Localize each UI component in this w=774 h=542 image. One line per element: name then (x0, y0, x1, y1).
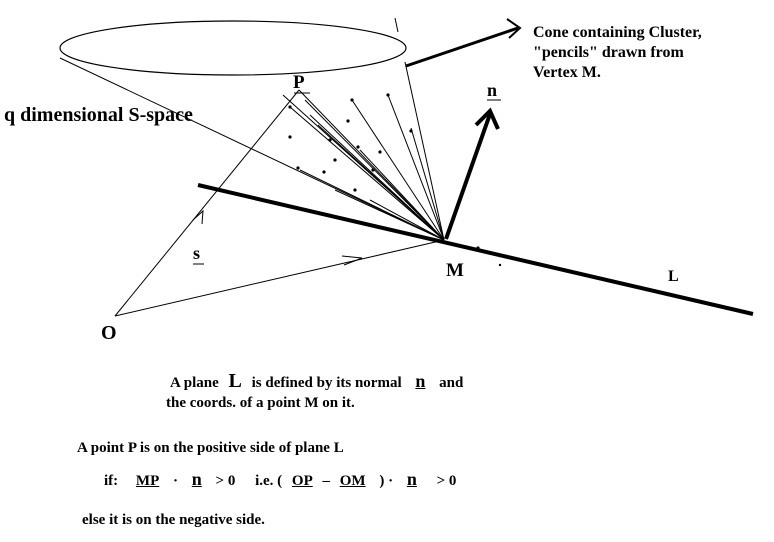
label-O: O (101, 322, 117, 344)
arrow-OM (341, 255, 363, 266)
plane-symbol-L: L (228, 370, 242, 392)
label-L: L (668, 268, 679, 285)
cone-caption-line-3: Vertex M. (533, 64, 601, 81)
cone-caption-line-1: Cone containing Cluster, (533, 24, 702, 41)
cone-side-right (404, 61, 445, 241)
label-M: M (446, 260, 464, 281)
space-label: q dimensional S-space (4, 104, 193, 126)
label-P: P (293, 72, 305, 93)
tick-mark (394, 17, 399, 33)
condition-formula: if: MP · n > 0 i.e. ( OP – OM ) · n > 0 (104, 469, 457, 489)
normal-symbol-n: n (415, 371, 426, 391)
caption-pointer-arrowhead (506, 18, 522, 39)
vector-OP (114, 89, 300, 317)
vector-OP-text: OP (291, 473, 313, 489)
definition-line-1: A plane L is defined by its normal n and (170, 370, 464, 392)
normal-n (444, 113, 492, 240)
normal-n-arrowhead (474, 107, 500, 130)
vector-MP: MP (135, 473, 160, 489)
condition-heading: A point P is on the positive side of pla… (77, 440, 344, 456)
cone-side-left (59, 57, 445, 241)
vector-n: n (191, 469, 202, 489)
caption-pointer (405, 26, 519, 68)
vector-OM-text: OM (339, 473, 366, 489)
vector-n-2: n (406, 469, 417, 489)
definition-line-2: the coords. of a point M on it. (166, 395, 355, 411)
pencils (282, 94, 445, 241)
vector-PM (298, 89, 445, 241)
else-line: else it is on the negative side. (82, 512, 265, 528)
arrow-OP (192, 209, 204, 225)
plane-L (197, 183, 754, 316)
vector-OM (114, 239, 445, 317)
cone-caption-line-2: "pencils" drawn from (533, 44, 684, 61)
label-s: s (193, 243, 200, 263)
cone-ellipse (59, 20, 407, 76)
label-n: n (487, 80, 497, 100)
